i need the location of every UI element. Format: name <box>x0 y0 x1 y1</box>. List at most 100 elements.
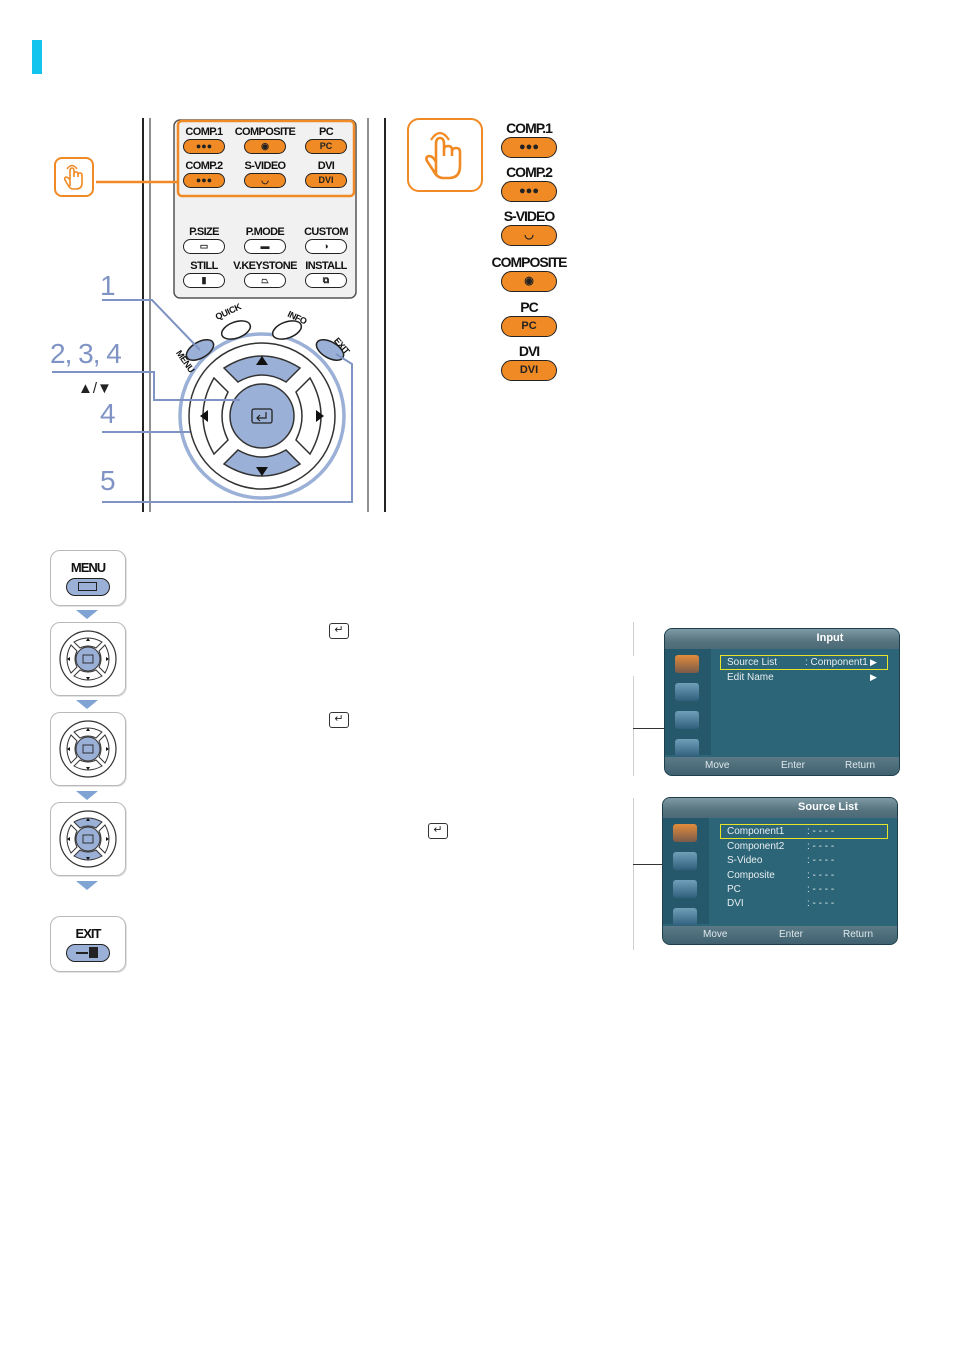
osd-row-label[interactable]: Edit Name <box>727 672 774 683</box>
remote-composite-button[interactable]: COMPOSITE ◉ <box>233 126 297 159</box>
exit-button-label: EXIT <box>75 926 102 941</box>
remote-pmode-button[interactable]: P.MODE ▬ <box>233 226 297 259</box>
step-number-5: 5 <box>100 465 116 496</box>
dpad-enter-icon <box>59 720 117 778</box>
step-arrow-down-icon <box>76 700 98 709</box>
footer-move: Move <box>703 929 728 940</box>
osd-row-value: : - - - - <box>807 898 835 909</box>
osd-input-title: Input <box>816 632 844 644</box>
svideo-icon: ◡ <box>261 175 269 185</box>
still-icon: ▮ <box>201 275 207 285</box>
osd-source-title: Source List <box>798 801 858 813</box>
footer-return: Return <box>845 760 876 771</box>
remote-comp1-button[interactable]: COMP.1 ●●● <box>181 126 227 159</box>
dpad-updown-icon <box>59 810 117 868</box>
setup-menu-icon <box>675 711 699 729</box>
input-item-dvi[interactable]: DVI DVI <box>486 344 572 386</box>
menu-icon <box>66 578 110 596</box>
hand-icon <box>63 164 83 190</box>
footer-enter: Enter <box>781 760 805 771</box>
osd-row-label[interactable]: Component2 <box>727 841 785 852</box>
osd-row-label[interactable]: Component1 <box>727 826 785 837</box>
remote-custom-button[interactable]: CUSTOM ◑ <box>303 226 349 259</box>
osd-row-label[interactable]: S-Video <box>727 855 763 866</box>
component-icon: ●●● <box>519 185 539 197</box>
step-arrow-down-icon <box>76 610 98 619</box>
step-arrow-down-icon <box>76 881 98 890</box>
step-enter-dpad[interactable] <box>50 712 126 786</box>
input-menu-icon <box>673 824 697 842</box>
svideo-icon: ◡ <box>524 229 534 241</box>
input-item-composite[interactable]: COMPOSITE ◉ <box>486 255 572 297</box>
osd-input-menu: Input Source List : Component1 ▶ Edit Na… <box>664 628 900 776</box>
picture-menu-icon <box>675 683 699 701</box>
custom-icon: ◑ <box>323 241 329 251</box>
osd-row-label[interactable]: DVI <box>727 898 744 909</box>
remote-pc-button[interactable]: PC PC <box>303 126 349 159</box>
input-item-svideo[interactable]: S-VIDEO ◡ <box>486 209 572 251</box>
dvi-icon: DVI <box>318 175 334 185</box>
submenu-arrow-icon: ▶ <box>870 657 877 667</box>
connector-line <box>633 728 665 729</box>
remote-illustration: COMP.1 ●●● COMPOSITE ◉ PC PC COMP.2 ●●● … <box>40 110 440 520</box>
hand-icon <box>425 131 462 180</box>
option-menu-icon <box>673 908 697 926</box>
step-number-2-3-4: 2, 3, 4 <box>50 338 122 369</box>
osd-footer: Move Enter Return <box>665 757 899 775</box>
osd-row-label[interactable]: PC <box>727 884 741 895</box>
input-item-pc[interactable]: PC PC <box>486 300 572 342</box>
remote-vkeystone-button[interactable]: V.KEYSTONE ⏢ <box>233 260 297 293</box>
section-accent-bar <box>32 40 42 74</box>
osd-row-value: : - - - - <box>807 855 835 866</box>
option-menu-icon <box>675 739 699 757</box>
dvi-icon: DVI <box>519 364 539 376</box>
keystone-icon: ⏢ <box>261 275 269 285</box>
composite-icon: ◉ <box>524 275 534 287</box>
osd-footer: Move Enter Return <box>663 926 897 944</box>
osd-row-value: : - - - - <box>807 841 835 852</box>
footer-enter: Enter <box>779 929 803 940</box>
component-icon: ●●● <box>195 141 213 151</box>
osd-selection-highlight <box>720 824 888 839</box>
remote-still-button[interactable]: STILL ▮ <box>181 260 227 293</box>
remote-install-button[interactable]: INSTALL ⧉ <box>303 260 349 293</box>
osd-sidebar <box>663 818 709 926</box>
osd-sidebar <box>665 649 711 757</box>
install-icon: ⧉ <box>322 275 330 285</box>
step-enter-dpad[interactable] <box>50 622 126 696</box>
hand-press-icon-large <box>407 118 483 192</box>
footer-return: Return <box>843 929 874 940</box>
step-exit-button[interactable]: EXIT <box>50 916 126 972</box>
remote-svideo-button[interactable]: S-VIDEO ◡ <box>233 160 297 193</box>
psize-icon: ▭ <box>199 241 209 251</box>
osd-row-label[interactable]: Source List <box>727 657 778 668</box>
picture-menu-icon <box>673 852 697 870</box>
osd-source-list-menu: Source List Component1 : - - - - Compone… <box>662 797 898 945</box>
step-menu-button[interactable]: MENU <box>50 550 126 606</box>
input-item-comp1[interactable]: COMP.1 ●●● <box>486 121 572 163</box>
up-down-arrow-note: ▲/▼ <box>78 380 112 397</box>
step-number-1: 1 <box>100 270 116 301</box>
divider-line <box>633 622 634 656</box>
menu-button-label: MENU <box>70 560 106 575</box>
exit-icon <box>66 944 110 962</box>
pc-icon: PC <box>521 320 537 332</box>
enter-icon: ↵ <box>428 823 448 839</box>
remote-comp2-button[interactable]: COMP.2 ●●● <box>181 160 227 193</box>
step-updown-dpad[interactable] <box>50 802 126 876</box>
composite-icon: ◉ <box>261 141 269 151</box>
osd-row-label[interactable]: Composite <box>727 870 775 881</box>
pc-icon: PC <box>319 141 333 151</box>
divider-line <box>633 676 634 776</box>
input-item-comp2[interactable]: COMP.2 ●●● <box>486 165 572 207</box>
remote-psize-button[interactable]: P.SIZE ▭ <box>181 226 227 259</box>
dpad-enter-icon <box>59 630 117 688</box>
osd-row-value: : Component1 <box>805 657 868 668</box>
input-menu-icon <box>675 655 699 673</box>
enter-icon: ↵ <box>329 623 349 639</box>
step-arrow-down-icon <box>76 791 98 800</box>
osd-row-value: : - - - - <box>807 884 835 895</box>
remote-dvi-button[interactable]: DVI DVI <box>303 160 349 193</box>
osd-row-value: : - - - - <box>807 826 835 837</box>
osd-row-value: : - - - - <box>807 870 835 881</box>
